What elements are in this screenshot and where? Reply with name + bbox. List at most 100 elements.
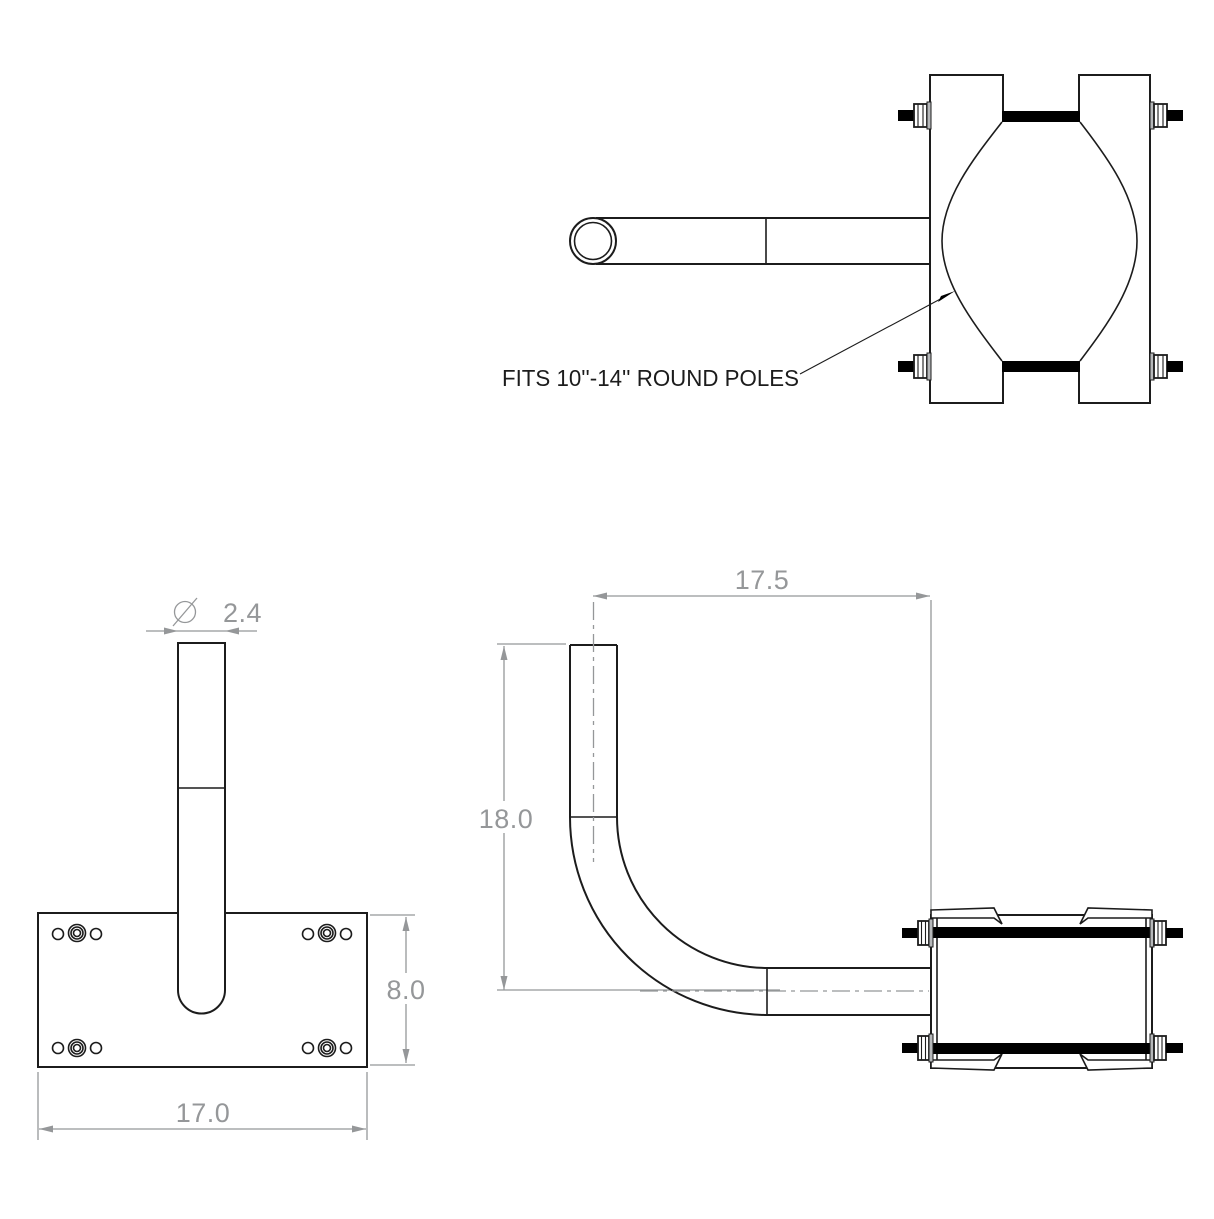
bolt-stud	[902, 928, 918, 938]
callout-label: FITS 10''-14'' ROUND POLES	[502, 365, 799, 391]
screw-hole	[51, 1041, 65, 1055]
vertical-tube	[177, 642, 226, 1015]
screw-hole	[339, 1041, 353, 1055]
leader-arrow-icon	[938, 291, 955, 302]
bolt-head-mid	[70, 1041, 84, 1055]
bolt-stud	[1167, 361, 1183, 372]
arrowhead-icon	[39, 1125, 53, 1133]
bolt-stud	[898, 361, 914, 372]
bolt-head-mid	[320, 926, 334, 940]
bolt-stud	[1167, 110, 1183, 121]
diameter-icon	[172, 597, 198, 627]
bolt-washer	[928, 1033, 934, 1063]
bolt-top-left	[902, 918, 934, 948]
pole-silhouette-right-edge	[1079, 121, 1138, 362]
dimension-arm-height: 18.0	[475, 643, 780, 991]
callout-fits-round-poles: FITS 10''-14'' ROUND POLES	[502, 291, 955, 391]
bolt-head-inner	[322, 1043, 332, 1053]
bolt-head-outer	[67, 923, 87, 943]
leader-line	[799, 295, 947, 375]
dimension-plate-width: 17.0	[37, 1072, 368, 1140]
dimension-text-mask	[381, 973, 431, 1004]
screw-hole	[339, 927, 353, 941]
bolt-cluster-top-left	[51, 923, 103, 943]
bolt-stud	[1166, 928, 1183, 938]
clamp-strap-bottom	[932, 1043, 1150, 1054]
side-view-l-arm: 18.0 17.5	[475, 565, 1183, 1071]
arrowhead-icon	[164, 627, 178, 635]
screw-hole	[301, 1041, 315, 1055]
bolt-stud	[1166, 1043, 1183, 1053]
bolt-washer	[926, 352, 932, 381]
l-bent-tube	[569, 602, 931, 1016]
arrowhead-icon	[593, 592, 607, 600]
clamp-strap-top	[1002, 111, 1080, 122]
bracket-body	[930, 914, 1153, 1069]
dimension-text-mask	[475, 801, 537, 833]
bend-inner-curve	[616, 816, 769, 969]
diameter-circle	[173, 600, 197, 624]
pole-silhouette-fill	[942, 122, 1137, 361]
bolt-top-left	[898, 101, 932, 130]
bolt-top-right	[1149, 918, 1183, 948]
dimension-value: 18.0	[479, 804, 534, 834]
arrowhead-icon	[402, 1049, 410, 1063]
dimension-tube-diameter: 2.4	[146, 597, 262, 635]
bolt-stud	[898, 110, 914, 121]
arrowhead-icon	[500, 646, 508, 660]
dimension-plate-height: 8.0	[370, 914, 431, 1066]
bolt-nut	[913, 103, 928, 128]
dimension-value: 17.5	[735, 565, 790, 595]
bolt-nut	[917, 920, 930, 946]
bolt-cluster-top-right	[301, 923, 353, 943]
dimension-value: 2.4	[223, 598, 262, 628]
dimension-value: 8.0	[386, 975, 425, 1005]
bolt-cluster-bottom-left	[51, 1038, 103, 1058]
diameter-slash	[172, 597, 198, 627]
bolt-bottom-left	[898, 352, 932, 381]
bolt-head-mid	[320, 1041, 334, 1055]
bolt-head-outer	[317, 1038, 337, 1058]
arrowhead-icon	[352, 1125, 366, 1133]
bolt-nut	[913, 354, 928, 379]
screw-hole	[301, 927, 315, 941]
bolt-head-inner	[72, 928, 82, 938]
bolt-bottom-right	[1149, 1033, 1183, 1063]
bracket-claw-top-right	[1079, 907, 1153, 925]
bolt-head-inner	[322, 928, 332, 938]
bolt-bottom-left	[902, 1033, 934, 1063]
bracket-claw-top-left	[930, 907, 1003, 925]
bolt-nut	[1153, 354, 1168, 379]
bolt-head-outer	[317, 923, 337, 943]
arrowhead-icon	[225, 627, 239, 635]
clamp-strap-top	[932, 927, 1150, 938]
bend-outer-curve	[569, 816, 769, 1016]
screw-hole	[89, 927, 103, 941]
bolt-cluster-bottom-right	[301, 1038, 353, 1058]
arrowhead-icon	[916, 592, 930, 600]
dimension-arm-reach: 17.5	[593, 565, 932, 912]
arm-tube-end-inner	[573, 221, 613, 261]
arm-tube-end-outer	[569, 217, 617, 265]
bolt-head-outer	[67, 1038, 87, 1058]
bolt-bottom-right	[1149, 352, 1183, 381]
bolt-head-inner	[72, 1043, 82, 1053]
bolt-washer	[928, 918, 934, 948]
bolt-washer	[926, 101, 932, 130]
top-view-pole-clamp: FITS 10''-14'' ROUND POLES	[502, 74, 1183, 404]
bolt-nut	[917, 1035, 930, 1061]
bolt-head-mid	[70, 926, 84, 940]
arrowhead-icon	[402, 917, 410, 931]
bolt-nut	[1153, 1035, 1167, 1061]
clamp-strap-bottom	[1002, 361, 1080, 372]
bolt-stud	[902, 1043, 918, 1053]
screw-hole	[51, 927, 65, 941]
front-view-mount-plate: 2.4 8.0 17.0	[37, 597, 431, 1140]
bolt-nut	[1153, 103, 1168, 128]
arrowhead-icon	[500, 976, 508, 990]
screw-hole	[89, 1041, 103, 1055]
dimension-value: 17.0	[176, 1098, 231, 1128]
bolt-top-right	[1149, 101, 1183, 130]
